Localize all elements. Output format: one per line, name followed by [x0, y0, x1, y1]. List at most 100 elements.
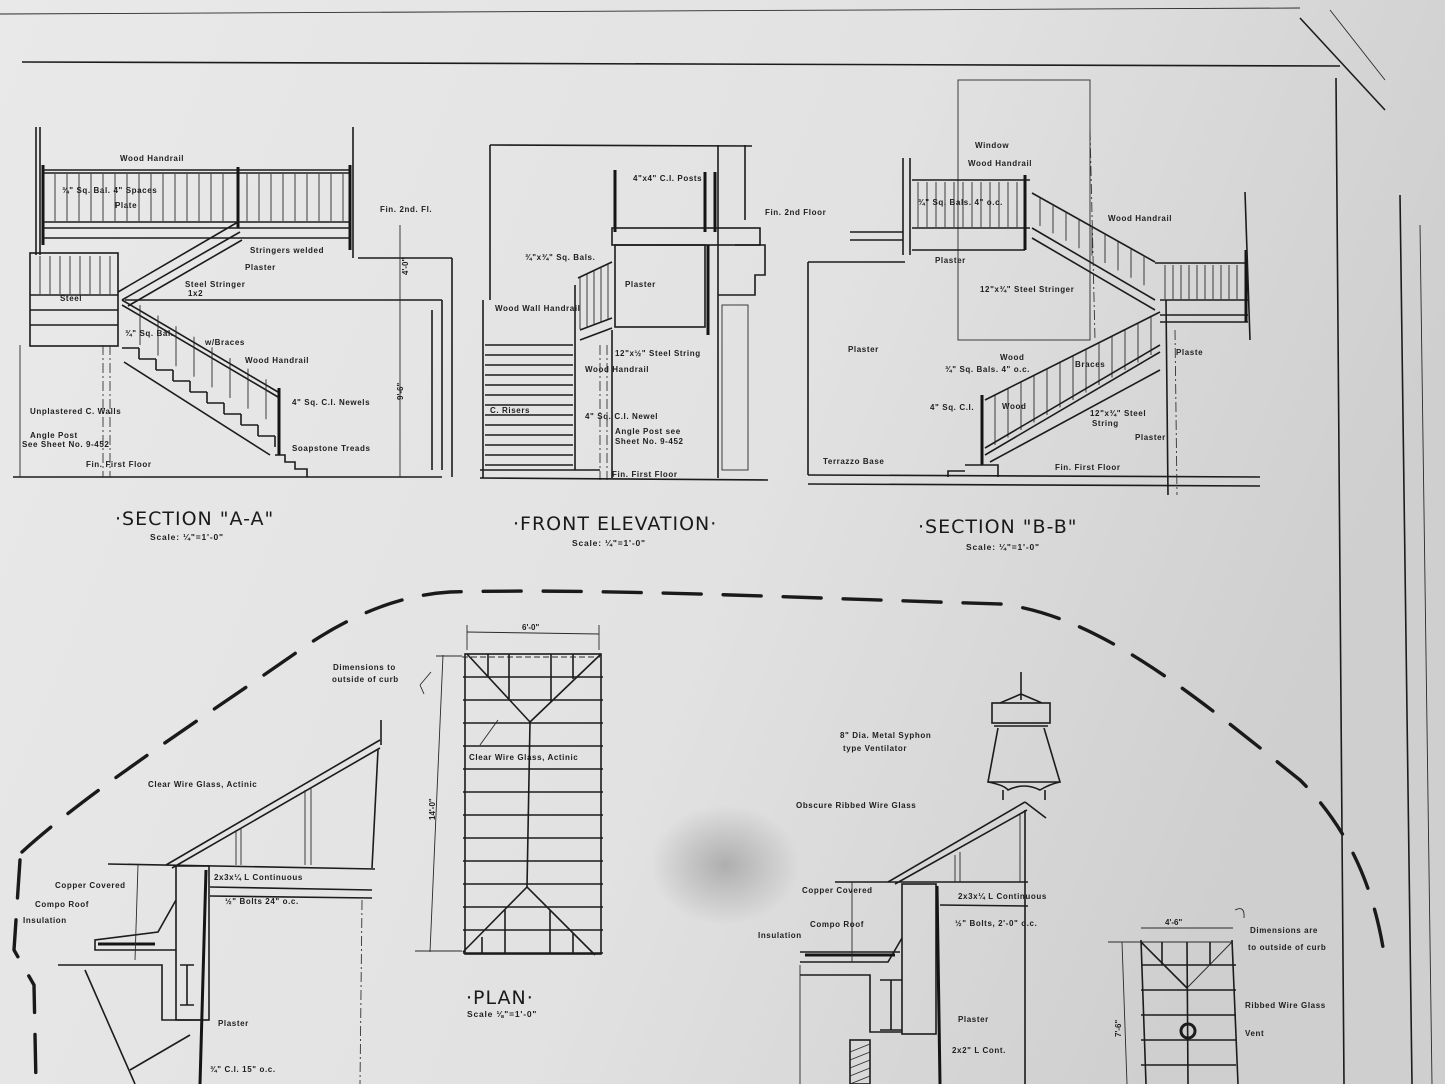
- note: Angle Post: [30, 431, 78, 440]
- note: Fin. 2nd Floor: [765, 208, 826, 217]
- hatch-line: [849, 1067, 871, 1077]
- note: Plaster: [1135, 433, 1166, 442]
- note: String: [1092, 419, 1119, 428]
- hatch-line: [849, 1075, 871, 1084]
- note: Terrazzo Base: [823, 457, 884, 466]
- dimension-label: 9'-6": [396, 383, 405, 400]
- note: ½" Bolts 24" o.c.: [225, 897, 299, 906]
- note: to outside of curb: [1248, 943, 1326, 952]
- hatch-line: [849, 1059, 871, 1069]
- note: Plate: [115, 201, 137, 210]
- note: 4" Sq. C.I. Newels: [292, 398, 370, 407]
- note: ¾" Sq. Bal.: [125, 329, 174, 338]
- note: Window: [975, 141, 1009, 150]
- note: Compo Roof: [810, 920, 864, 929]
- note: Clear Wire Glass, Actinic: [469, 753, 578, 762]
- note: 2x2" L Cont.: [952, 1046, 1006, 1055]
- note: Unplastered C. Walls: [30, 407, 121, 416]
- note: w/Braces: [204, 338, 245, 347]
- note: Fin. First Floor: [1055, 463, 1121, 472]
- section-a-a-drawing: [13, 127, 453, 478]
- vent-symbol: [1179, 1022, 1197, 1040]
- note: type Ventilator: [843, 744, 907, 753]
- hatch-line: [849, 1043, 871, 1053]
- note: Soapstone Treads: [292, 444, 371, 453]
- note: Plaster: [245, 263, 276, 272]
- break-line: [12, 589, 1387, 1084]
- note: Steel Stringer: [185, 280, 245, 289]
- skylight-plan-drawing: [415, 625, 603, 956]
- note: Compo Roof: [35, 900, 89, 909]
- note: 8" Dia. Metal Syphon: [840, 731, 931, 740]
- view-title: ·SECTION "B-B": [918, 516, 1078, 538]
- note: 2x3x¼ L Continuous: [214, 873, 303, 882]
- view-title: ·SECTION "A-A": [115, 508, 274, 530]
- note: 12"x¾" Steel: [1090, 409, 1146, 418]
- shadow-smudge: [650, 805, 800, 925]
- note: Ribbed Wire Glass: [1245, 1001, 1326, 1010]
- front-elevation-drawing: [479, 144, 769, 481]
- note: Wood Handrail: [120, 154, 184, 163]
- section-b-b-drawing: [807, 79, 1261, 496]
- note: See Sheet No. 9-452: [22, 440, 109, 449]
- front-elevation-notes: 4"x4" C.I. Posts Fin. 2nd Floor ¾"x¾" Sq…: [490, 174, 826, 548]
- note: Fin. First Floor: [86, 460, 152, 469]
- note: Obscure Ribbed Wire Glass: [796, 801, 916, 810]
- view-title: ·PLAN·: [466, 987, 534, 1009]
- note: 12"x½" Steel String: [615, 349, 701, 358]
- note: Plaster: [935, 256, 966, 265]
- note: C. Risers: [490, 406, 530, 415]
- note: ¾" Sq. Bals. 4" o.c.: [945, 365, 1030, 374]
- dimension-label: 4'-0": [401, 258, 410, 275]
- small-plan-notes: 4'-6" 7'-6" Dimensions are to outside of…: [1114, 918, 1326, 1038]
- note: 4" Sq. C.I.: [930, 403, 974, 412]
- note: ¾" C.I. 15" o.c.: [210, 1065, 276, 1074]
- note: Steel: [60, 294, 82, 303]
- note: ½" Bolts, 2'-0" o.c.: [955, 919, 1037, 928]
- note: Fin. 2nd. Fl.: [380, 205, 432, 214]
- skylight-section-left-drawing: [58, 720, 382, 1084]
- note: Insulation: [758, 931, 802, 940]
- note: 4"x4" C.I. Posts: [633, 174, 702, 183]
- note: Braces: [1075, 360, 1105, 369]
- note: Plaster: [848, 345, 879, 354]
- skylight-section-right-drawing: [799, 672, 1062, 1084]
- note: Plaster: [625, 280, 656, 289]
- view-title: ·FRONT ELEVATION·: [513, 513, 717, 535]
- view-scale: Scale: ¼"=1'-0": [966, 542, 1040, 552]
- note: Dimensions to: [333, 663, 396, 672]
- plan-notes: Dimensions to outside of curb 6'-0" 14'-…: [332, 623, 578, 1019]
- note: Insulation: [23, 916, 67, 925]
- section-a-a-notes: Wood Handrail ¾" Sq. Bal. 4" Spaces Plat…: [22, 154, 432, 542]
- note: outside of curb: [332, 675, 399, 684]
- note: Fin. First Floor: [612, 470, 678, 479]
- note: Copper Covered: [802, 886, 873, 895]
- hatch-line: [849, 1051, 871, 1061]
- dimension-label: 4'-6": [1165, 918, 1182, 927]
- note: Sheet No. 9-452: [615, 437, 684, 446]
- note: ¾"x¾" Sq. Bals.: [525, 253, 595, 262]
- note: Stringers welded: [250, 246, 324, 255]
- note: 1x2: [188, 289, 203, 298]
- note: Angle Post see: [615, 427, 681, 436]
- section-b-b-notes: Window Wood Handrail ¾" Sq. Bals. 4" o.c…: [823, 141, 1203, 552]
- view-scale: Scale: ¼"=1'-0": [572, 538, 646, 548]
- note: 4" Sq. C.I. Newel: [585, 412, 658, 421]
- view-scale: Scale ⅛"=1'-0": [467, 1009, 537, 1019]
- note: Vent: [1245, 1029, 1264, 1038]
- note: Wood Handrail: [585, 365, 649, 374]
- note: Plaster: [218, 1019, 249, 1028]
- note: Plaste: [1176, 348, 1203, 357]
- note: Plaster: [958, 1015, 989, 1024]
- dimension-label: 6'-0": [522, 623, 539, 632]
- dimension-label: 14'-0": [428, 798, 437, 820]
- note: ¾" Sq. Bals. 4" o.c.: [918, 198, 1003, 207]
- note: Dimensions are: [1250, 926, 1318, 935]
- note: Wood Handrail: [245, 356, 309, 365]
- note: Wood Handrail: [968, 159, 1032, 168]
- skylight-section-left-notes: Clear Wire Glass, Actinic Copper Covered…: [23, 780, 303, 1074]
- note: Wood Wall Handrail: [495, 304, 580, 313]
- sheet-frame: [0, 7, 1433, 1084]
